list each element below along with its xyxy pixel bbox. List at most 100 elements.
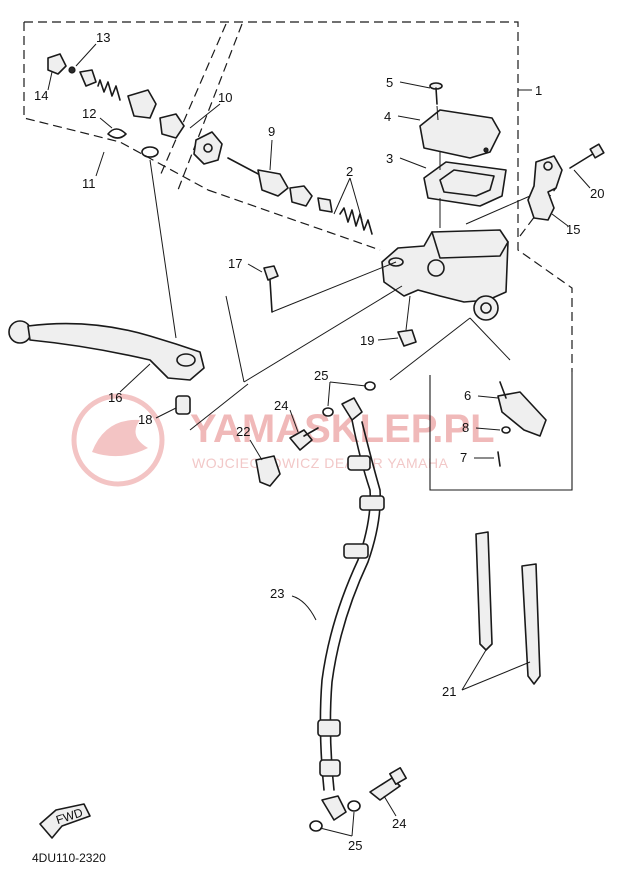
banjo-port (473, 295, 499, 321)
leader-8 (475, 427, 501, 431)
leader-3 (399, 157, 427, 169)
clamp-guide (465, 195, 531, 225)
callout-4: 4 (384, 109, 391, 124)
reservoir-rim (431, 231, 509, 259)
brake-light-switch (497, 381, 547, 467)
callout-1: 1 (535, 83, 542, 98)
leader-15 (551, 213, 569, 227)
leader-6 (477, 395, 499, 399)
callout-15: 15 (566, 222, 580, 237)
diaphragm-inner (439, 169, 495, 197)
callout-10: 10 (218, 90, 232, 105)
banjo-port-hole (480, 302, 492, 314)
watermark-subtitle: WOJCIECHOWICZ DEALER YAMAHA (192, 455, 449, 471)
reservoir-cap (419, 109, 501, 159)
dust-boot-hole (203, 143, 213, 153)
pivot-guide (149, 159, 177, 339)
callout-24-upper: 24 (274, 398, 288, 413)
callout-25-upper: 25 (314, 368, 328, 383)
leader-23 (291, 595, 317, 621)
hose-guide (389, 317, 471, 381)
leader-2a (333, 177, 351, 215)
hose-fitting-a (347, 455, 371, 471)
leader-14 (47, 71, 53, 91)
pivot-bolt-head (263, 265, 279, 281)
upper-banjo (341, 397, 363, 421)
piston-assembly (227, 157, 373, 235)
union-bolt-upper-shank (303, 427, 319, 437)
callout-8: 8 (462, 420, 469, 435)
washer-upper-b (364, 381, 376, 391)
callout-14: 14 (34, 88, 48, 103)
master-cylinder-body-shape (381, 229, 509, 303)
collar (175, 395, 191, 415)
callout-24-lower: 24 (392, 816, 406, 831)
cap-screw-shank (435, 87, 438, 105)
cap-nut (47, 53, 67, 75)
circlip (107, 128, 127, 139)
watermark-logo-ring (71, 393, 165, 487)
clamp-bolt (569, 143, 605, 169)
leader-4 (397, 115, 421, 121)
master-cylinder-body (381, 229, 509, 321)
leader-19 (377, 337, 399, 341)
screw-hole-guide (436, 105, 439, 121)
switch-group-box (429, 372, 573, 491)
washer-upper-a (322, 407, 334, 417)
switch-body (497, 391, 547, 437)
callout-17: 17 (228, 256, 242, 271)
leader-2b (349, 177, 363, 221)
leader-18 (155, 407, 177, 419)
hose-clamp-b (521, 563, 541, 685)
callout-3: 3 (386, 151, 393, 166)
union-bolt-lower-body (369, 777, 401, 801)
hose-clamp-a (475, 531, 493, 651)
holder-clamp-hole (543, 161, 553, 171)
callout-7: 7 (460, 450, 467, 465)
callout-21: 21 (442, 684, 456, 699)
leader-16 (119, 363, 151, 393)
callout-16: 16 (108, 390, 122, 405)
pivot-boss (388, 257, 404, 267)
mid-boundary (207, 189, 381, 251)
callout-11: 11 (82, 176, 96, 191)
lever-pivot-hole (176, 353, 196, 367)
switch-lead (499, 381, 507, 399)
return-spring (339, 207, 373, 235)
leader-21a (461, 649, 487, 691)
callout-20: 20 (590, 186, 604, 201)
o-ring (141, 146, 159, 158)
secondary-cup (317, 197, 333, 213)
leader-5 (399, 81, 431, 89)
piston-group-boundary-a (177, 23, 243, 191)
brake-lever-shape (27, 322, 205, 381)
lever-guide (225, 295, 245, 383)
lever-ball-end (8, 320, 32, 344)
hose-line-b (329, 421, 382, 791)
lower-banjo (321, 795, 347, 821)
cap-screw-hole (483, 147, 489, 153)
hose-clamps (475, 531, 541, 685)
leader-22 (249, 439, 263, 461)
leader-21b (461, 661, 531, 691)
hose-fitting-d (317, 719, 341, 737)
union-bolt-lower-head (389, 767, 407, 785)
holder-clamp-shape (527, 155, 563, 221)
leader-20 (573, 169, 591, 189)
clamp-bolt-shank (569, 151, 597, 169)
adjuster-knob (127, 89, 157, 119)
reservoir-cap-shape (419, 109, 501, 159)
leader-25c (319, 827, 353, 837)
callout-22: 22 (236, 424, 250, 439)
clamp-bolt-head (589, 143, 605, 159)
watermark-title: YAMASKLEP.PL (190, 407, 495, 451)
master-cylinder-assembly-boundary (24, 21, 573, 372)
diaphragm-shape (423, 161, 507, 207)
callout-19: 19 (360, 333, 374, 348)
piston-body (257, 169, 289, 197)
hose-fitting-e (319, 759, 341, 777)
callout-12: 12 (82, 106, 96, 121)
push-rod (227, 157, 263, 177)
lever-axis-guide (243, 285, 403, 383)
